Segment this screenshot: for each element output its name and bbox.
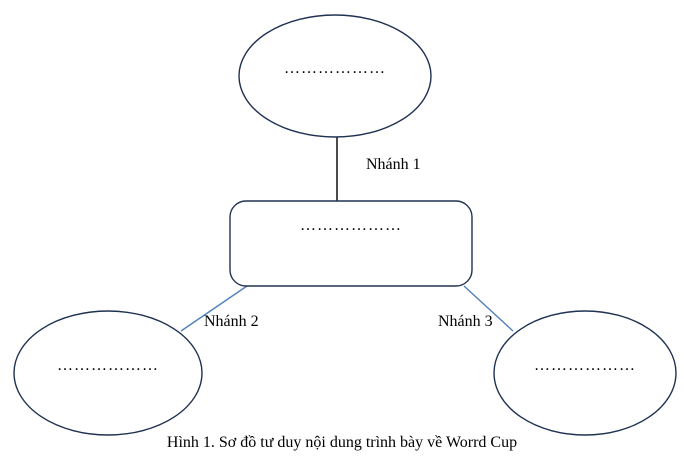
top-ellipse-shape: [238, 14, 432, 138]
branch1-label: Nhánh 1: [366, 156, 421, 173]
left-node-placeholder-text: ………………: [57, 357, 159, 374]
left-ellipse-shape: [13, 310, 203, 436]
branch2-label: Nhánh 2: [204, 313, 259, 330]
top-node-placeholder-text: ………………: [284, 60, 386, 77]
center-box-shape: [229, 200, 473, 287]
figure-caption: Hình 1. Sơ đồ tư duy nội dung trình bày …: [166, 434, 518, 451]
branch2-connector-line: [180, 285, 248, 332]
right-node-placeholder-text: ………………: [534, 357, 636, 374]
center-node-placeholder-text: ………………: [300, 217, 402, 234]
branch3-label: Nhánh 3: [438, 313, 493, 330]
branch3-connector-line: [463, 285, 514, 332]
right-ellipse-shape: [493, 310, 677, 436]
